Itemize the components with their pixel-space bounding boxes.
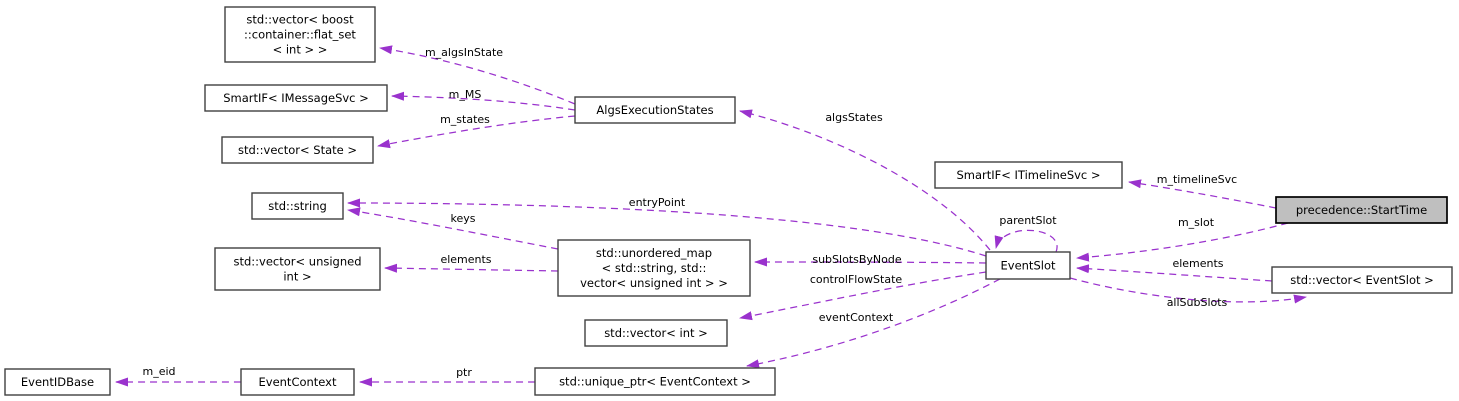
node-vector-int[interactable]: std::vector< int > — [584, 319, 728, 347]
node-box-unordered-map[interactable] — [557, 239, 751, 297]
node-vector-state[interactable]: std::vector< State > — [221, 136, 374, 164]
node-vector-eventslot[interactable]: std::vector< EventSlot > — [1271, 266, 1453, 294]
node-box-vector-unsigned-int[interactable] — [214, 247, 381, 291]
node-label-event-slot: EventSlot — [1001, 259, 1056, 273]
edge-unordered-map-to-std-string — [347, 207, 559, 250]
edge-label-m_algsInState: m_algsInState — [425, 46, 503, 59]
edge-label-m_eid: m_eid — [142, 365, 175, 378]
edge-label-m_MS: m_MS — [449, 88, 482, 101]
node-box-vector-state[interactable] — [221, 136, 374, 164]
node-label-unordered-map: std::unordered_map< std::string, std::ve… — [580, 246, 728, 290]
node-label-std-string: std::string — [268, 199, 327, 213]
node-box-smartif-imessagesvc[interactable] — [204, 84, 388, 112]
node-label-smartif-itimelinesvc: SmartIF< ITimelineSvc > — [956, 168, 1100, 182]
edge-label-algsStates: algsStates — [825, 111, 883, 124]
edge-algs-execution-states-to-vector-boost-flat-set — [379, 45, 576, 105]
node-vector-boost-flat-set[interactable]: std::vector< boost::container::flat_set<… — [224, 6, 376, 63]
node-label-smartif-imessagesvc: SmartIF< IMessageSvc > — [223, 91, 369, 105]
node-box-unique-ptr-eventcontext[interactable] — [534, 367, 776, 396]
edge-label-subSlotsByNode: subSlotsByNode — [812, 253, 901, 266]
node-box-precedence-starttime[interactable] — [1275, 196, 1448, 224]
edge-precedence-starttime-to-smartif-itimelinesvc — [1128, 179, 1277, 209]
edge-precedence-starttime-to-event-slot — [1076, 222, 1289, 262]
edge-label-m_timelineSvc: m_timelineSvc — [1157, 173, 1237, 186]
nodes-layer: std::vector< boost::container::flat_set<… — [4, 6, 1453, 396]
node-box-event-context[interactable] — [240, 368, 355, 396]
node-box-std-string[interactable] — [251, 192, 344, 220]
node-label-vector-boost-flat-set: std::vector< boost::container::flat_set<… — [244, 13, 356, 57]
node-label-vector-int: std::vector< int > — [604, 326, 708, 340]
edge-vector-eventslot-to-event-slot — [1076, 264, 1273, 282]
edge-label-parentSlot: parentSlot — [999, 214, 1057, 227]
node-box-vector-eventslot[interactable] — [1271, 266, 1453, 294]
edge-label-elements: elements — [1172, 257, 1223, 270]
edge-label-allSubSlots: allSubSlots — [1167, 296, 1228, 309]
node-label-event-context: EventContext — [259, 375, 337, 389]
edge-event-slot-to-unordered-map — [754, 257, 987, 267]
node-unordered-map[interactable]: std::unordered_map< std::string, std::ve… — [557, 239, 751, 297]
node-box-smartif-itimelinesvc[interactable] — [934, 161, 1123, 189]
node-event-context[interactable]: EventContext — [240, 368, 355, 396]
node-event-id-base[interactable]: EventIDBase — [4, 368, 111, 396]
edge-unordered-map-to-vector-unsigned-int — [384, 263, 559, 273]
edge-label-keys: keys — [451, 212, 476, 225]
edge-label-controlFlowState: controlFlowState — [810, 273, 903, 286]
node-unique-ptr-eventcontext[interactable]: std::unique_ptr< EventContext > — [534, 367, 776, 396]
edge-event-slot-to-vector-int — [739, 271, 987, 321]
edge-label-m_slot: m_slot — [1178, 216, 1215, 229]
node-label-event-id-base: EventIDBase — [21, 375, 94, 389]
edge-label-ptr: ptr — [456, 366, 472, 379]
node-label-vector-state: std::vector< State > — [238, 143, 357, 157]
node-smartif-itimelinesvc[interactable]: SmartIF< ITimelineSvc > — [934, 161, 1123, 189]
node-box-algs-execution-states[interactable] — [574, 96, 736, 124]
edge-label-eventContext: eventContext — [819, 311, 894, 324]
edge-event-slot-to-event-slot — [994, 229, 1058, 253]
edge-label-elements: elements — [440, 253, 491, 266]
node-box-event-id-base[interactable] — [4, 368, 111, 396]
node-std-string[interactable]: std::string — [251, 192, 344, 220]
node-smartif-imessagesvc[interactable]: SmartIF< IMessageSvc > — [204, 84, 388, 112]
edge-algs-execution-states-to-vector-state — [377, 115, 576, 149]
edge-event-slot-to-algs-execution-states — [739, 109, 991, 251]
node-box-vector-int[interactable] — [584, 319, 728, 347]
edge-label-entryPoint: entryPoint — [629, 196, 686, 209]
edge-event-slot-to-std-string — [347, 198, 987, 257]
edge-label-m_states: m_states — [440, 113, 490, 126]
node-event-slot[interactable]: EventSlot — [985, 251, 1071, 280]
node-label-unique-ptr-eventcontext: std::unique_ptr< EventContext > — [559, 375, 751, 389]
edges-layer: m_algsInState m_MS m_states algsStates entry… — [115, 45, 1307, 387]
node-algs-execution-states[interactable]: AlgsExecutionStates — [574, 96, 736, 124]
node-label-precedence-starttime: precedence::StartTime — [1296, 203, 1427, 217]
edge-algs-execution-states-to-smartif-imessagesvc — [391, 91, 576, 111]
node-precedence-starttime[interactable]: precedence::StartTime — [1275, 196, 1448, 224]
node-box-event-slot[interactable] — [985, 251, 1071, 280]
edge-event-slot-to-unique-ptr-eventcontext — [746, 278, 1001, 369]
node-box-vector-boost-flat-set[interactable] — [224, 6, 376, 63]
node-label-vector-eventslot: std::vector< EventSlot > — [1290, 273, 1434, 287]
node-label-algs-execution-states: AlgsExecutionStates — [596, 103, 713, 117]
